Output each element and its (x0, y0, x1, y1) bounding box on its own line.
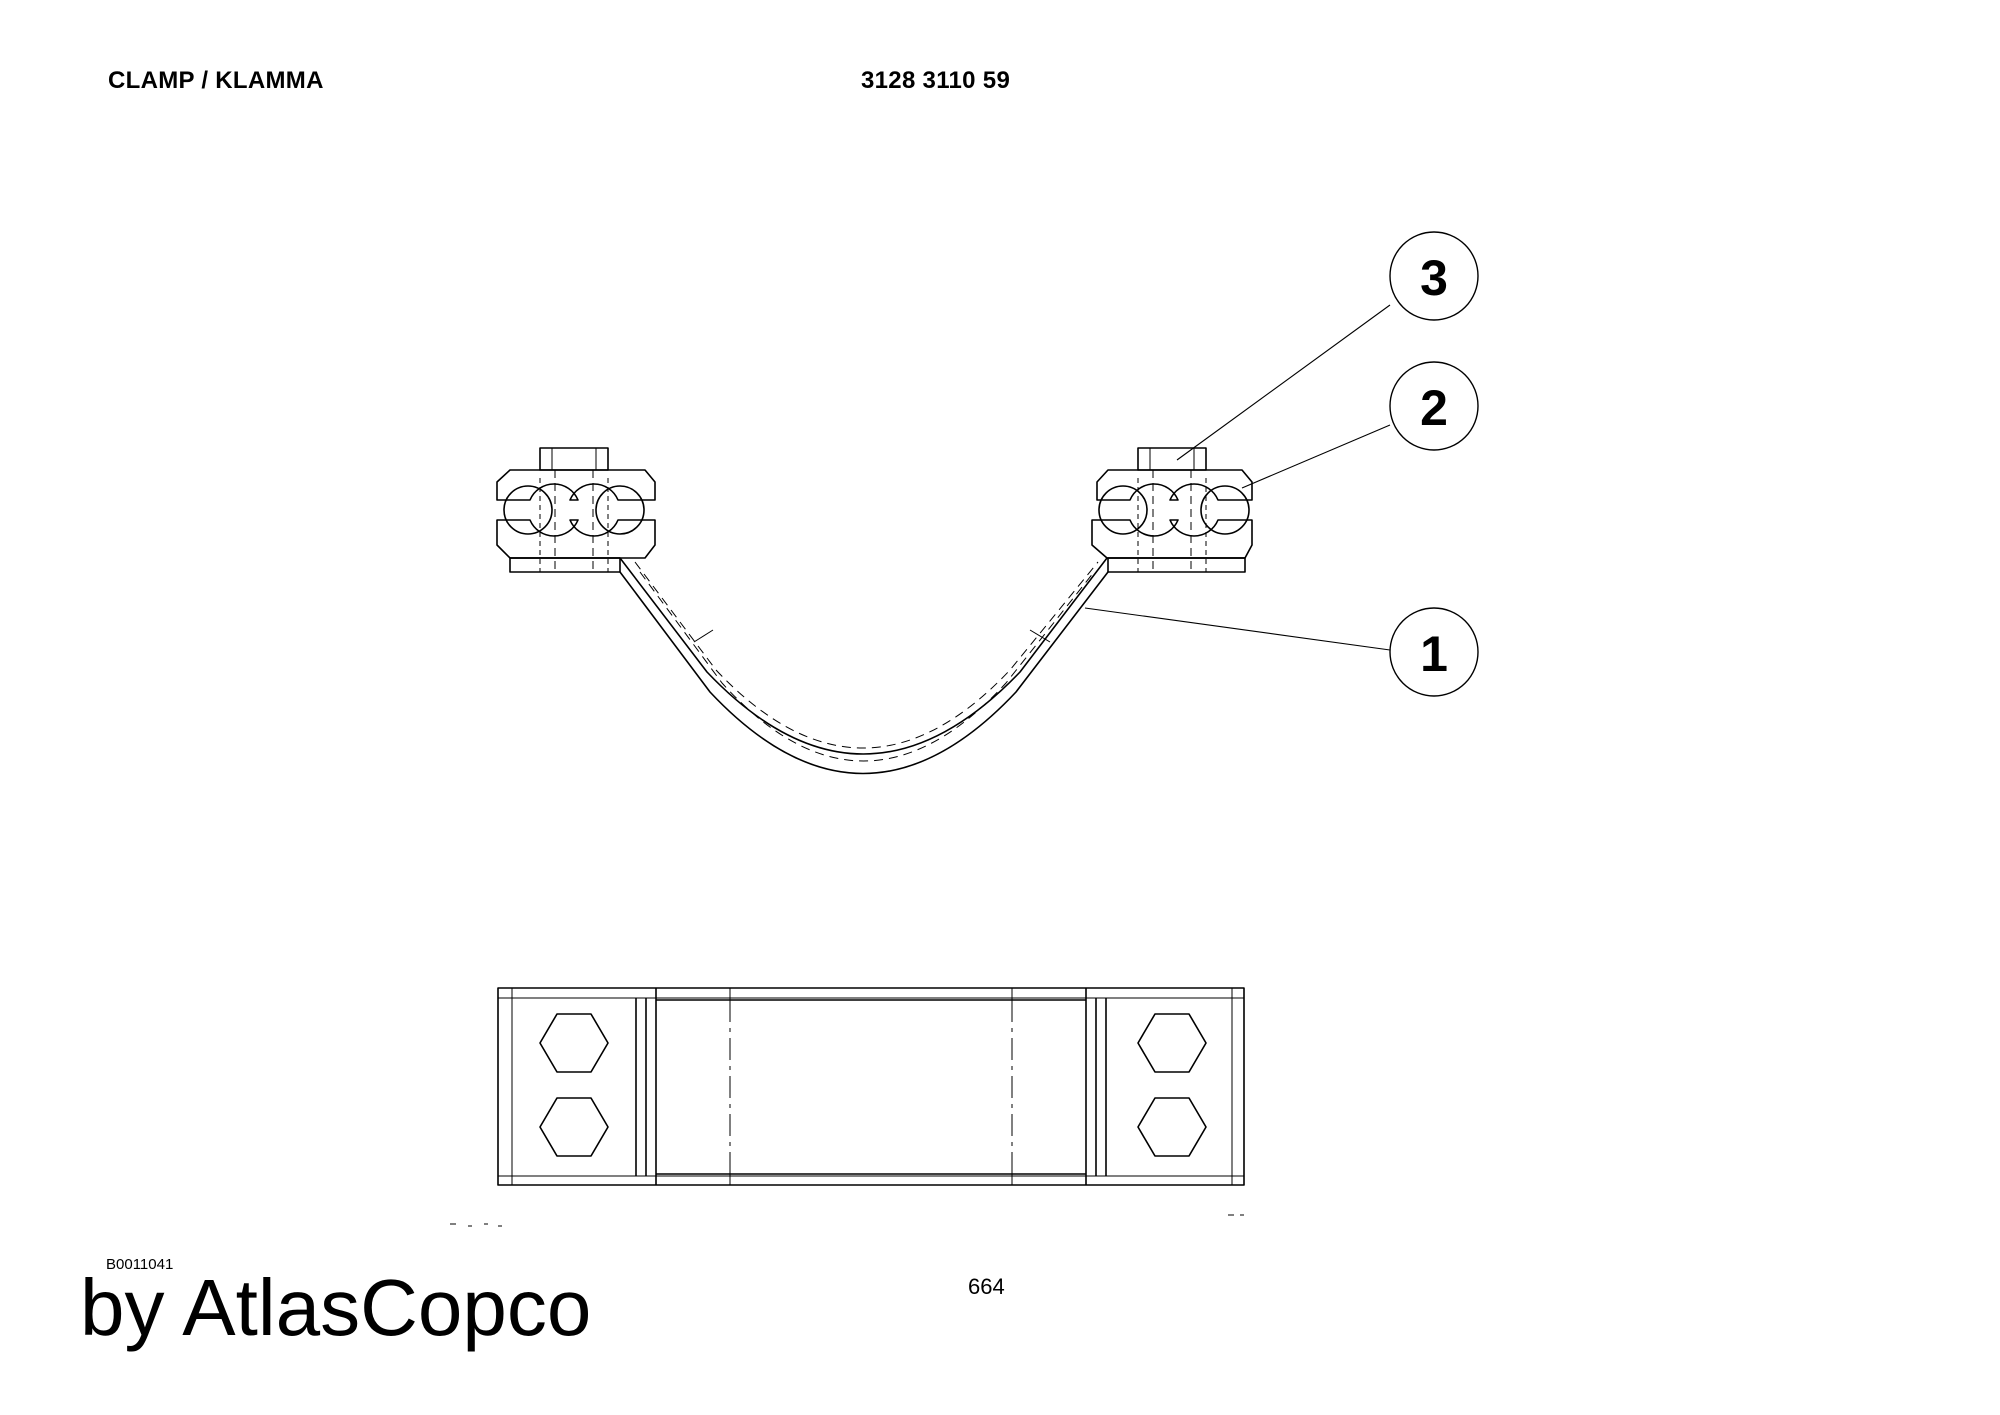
bottom-block (1091, 519, 1253, 559)
right-clamp-block (1091, 447, 1253, 573)
strap-section-line (693, 629, 714, 643)
hex-bolt-icon (1137, 1097, 1207, 1157)
brand-logo: by AtlasCopco (80, 1263, 592, 1352)
bolt-hole (1200, 485, 1250, 535)
top-view-outline (497, 987, 1245, 1186)
hex-bolt-icon (539, 1013, 609, 1073)
callout-label-1: 1 (1420, 626, 1448, 682)
strap-hidden-line (634, 561, 1099, 749)
leader-line-2 (1241, 424, 1391, 489)
strap-outer-edge (510, 557, 1245, 755)
bolt-hole (595, 485, 645, 535)
scan-specks (450, 1214, 1244, 1227)
base-plate (509, 557, 621, 573)
strap-section-line (1029, 629, 1051, 643)
leader-line-3 (1176, 304, 1391, 461)
leader-line-1 (1084, 607, 1391, 651)
callout-circle-3 (1389, 231, 1479, 321)
bolt-hole (503, 485, 553, 535)
part-number: 3128 3110 59 (861, 67, 1011, 94)
callout-label-3: 3 (1420, 250, 1448, 306)
hex-bolt-icon (539, 1097, 609, 1157)
page-number: 664 (968, 1274, 1005, 1299)
bolt-head (1137, 447, 1207, 471)
callouts (1389, 231, 1479, 697)
hex-bolt-icon (1137, 1013, 1207, 1073)
bolt-head (539, 447, 609, 471)
base-plate (1107, 557, 1246, 573)
top-block (1096, 469, 1253, 501)
clamp-top-view (497, 987, 1245, 1186)
page-title: CLAMP / KLAMMA (108, 67, 324, 94)
bottom-block (496, 519, 656, 559)
callout-label-2: 2 (1420, 380, 1448, 436)
callout-circle-2 (1389, 361, 1479, 451)
strap-hidden-line (639, 571, 1095, 762)
strap-inner-edge (619, 571, 1109, 775)
drawing-id: B0011041 (106, 1256, 174, 1273)
leader-lines (1084, 304, 1391, 651)
callout-circle-1 (1389, 607, 1479, 697)
top-block (496, 469, 656, 501)
clamp-side-view (496, 447, 1253, 775)
left-clamp-block (496, 447, 656, 573)
bolt-hole (1098, 485, 1148, 535)
